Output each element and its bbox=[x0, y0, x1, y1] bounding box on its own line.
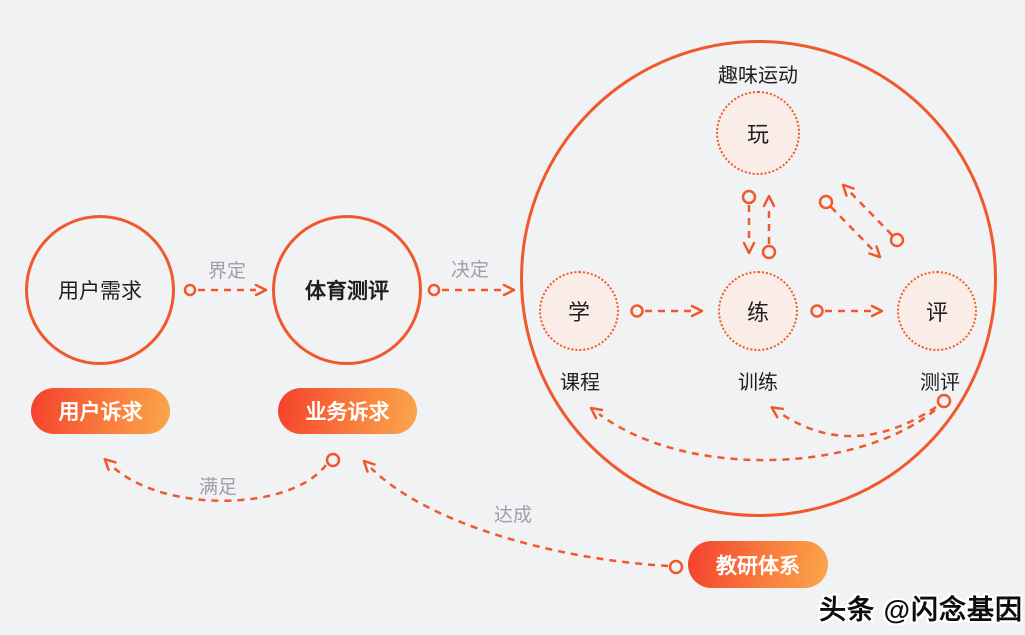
learn-label: 学 bbox=[567, 300, 590, 325]
user-needs-node: 用户需求 bbox=[25, 215, 175, 365]
business-demand-label: 业务诉求 bbox=[305, 401, 390, 424]
edge-start-dot bbox=[183, 283, 197, 297]
decide-arrow bbox=[427, 283, 516, 297]
play-node: 玩 bbox=[716, 91, 800, 175]
training-label: 训练 bbox=[738, 372, 778, 394]
play-label: 玩 bbox=[746, 122, 769, 147]
evaluate-label: 评 bbox=[925, 300, 948, 325]
course-label: 课程 bbox=[560, 372, 600, 394]
teaching-system-pill: 教研体系 bbox=[688, 541, 828, 588]
define-edge-label: 界定 bbox=[207, 261, 246, 282]
sports-assessment-node: 体育测评 bbox=[272, 215, 422, 365]
user-demand-label: 用户诉求 bbox=[58, 401, 143, 424]
evaluate-node: 评 bbox=[897, 271, 977, 351]
business-demand-pill: 业务诉求 bbox=[278, 388, 417, 434]
teaching-system-label: 教研体系 bbox=[716, 554, 800, 578]
decide-edge-label: 决定 bbox=[450, 260, 489, 281]
sports-assessment-label: 体育测评 bbox=[305, 280, 389, 303]
watermark-text: 头条 @闪念基因 bbox=[819, 595, 1023, 625]
user-demand-pill: 用户诉求 bbox=[31, 388, 170, 434]
edge-start-dot bbox=[668, 559, 684, 575]
define-arrow bbox=[183, 283, 268, 297]
learn-node: 学 bbox=[539, 271, 619, 351]
edge-start-dot bbox=[325, 452, 341, 468]
satisfy-edge-label: 满足 bbox=[198, 477, 237, 498]
practice-node: 练 bbox=[718, 271, 798, 351]
ecosystem-title: 趣味运动 bbox=[718, 65, 798, 87]
assessment-label: 测评 bbox=[920, 372, 960, 394]
ecosystem-circle bbox=[520, 40, 997, 517]
practice-label: 练 bbox=[746, 300, 769, 325]
achieve-edge-label: 达成 bbox=[493, 505, 532, 526]
user-needs-label: 用户需求 bbox=[58, 280, 142, 303]
edge-start-dot bbox=[427, 283, 441, 297]
